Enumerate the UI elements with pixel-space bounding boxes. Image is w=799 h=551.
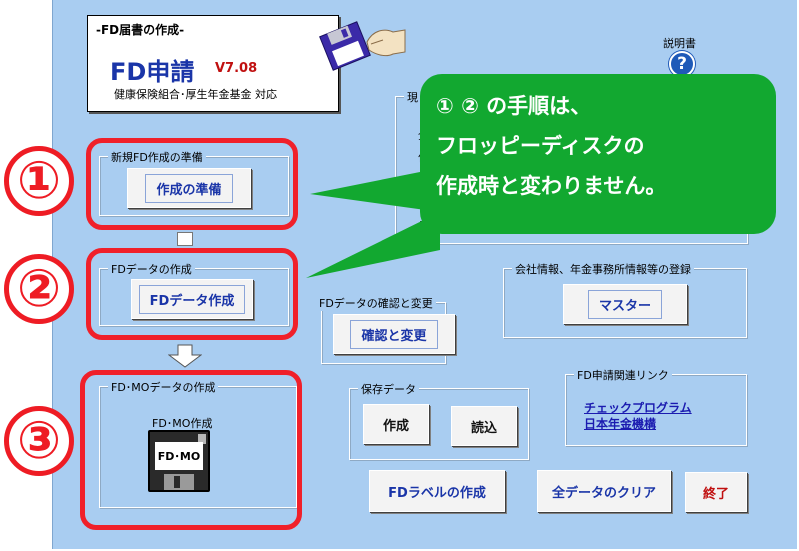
prepare-button[interactable]: 作成の準備 — [127, 168, 251, 208]
confirm-change-button[interactable]: 確認と変更 — [333, 314, 455, 354]
fdmo-group: FD･MOデータの作成 FD･MO作成 — [99, 379, 297, 508]
connector-bar — [177, 232, 193, 246]
master-group: 会社情報、年金事務所情報等の登録 — [503, 261, 747, 338]
clear-all-button[interactable]: 全データのクリア — [537, 470, 671, 512]
prep-group-label: 新規FD作成の準備 — [108, 149, 206, 165]
fd-label-button[interactable]: FDラベルの作成 — [369, 470, 505, 512]
floppy-label-text: FD･MO — [157, 450, 201, 463]
floppy-metal — [164, 474, 194, 490]
links-group: FD申請関連リンク チェックプログラム 日本年金機構 — [565, 367, 747, 446]
callout-pointer — [300, 150, 460, 282]
callout-line: 作成時と変わりません。 — [436, 174, 667, 198]
save-group: 保存データ — [349, 381, 529, 460]
step1-highlight — [86, 138, 298, 230]
prep-group: 新規FD作成の準備 — [99, 149, 289, 216]
confirm-group: FDデータの確認と変更 — [316, 295, 446, 364]
callout-box: ① ② の手順は、 フロッピーディスクの 作成時と変わりません。 — [420, 74, 776, 234]
step3-marker: ③ — [4, 406, 74, 476]
step2-marker: ② — [4, 254, 74, 324]
confirm-change-button-label: 確認と変更 — [350, 319, 438, 349]
master-button-label: マスター — [587, 289, 662, 319]
title-header: -FD届書の作成- — [96, 23, 185, 37]
fd-data-group-label: FDデータの作成 — [108, 261, 195, 277]
fd-label-button-label: FDラベルの作成 — [388, 485, 486, 501]
fdmo-group-label: FD･MOデータの作成 — [108, 379, 219, 395]
save-create-button[interactable]: 作成 — [363, 404, 429, 444]
floppy-hand-icon — [315, 8, 407, 73]
down-arrow-icon — [167, 344, 203, 368]
save-load-label: 読込 — [470, 420, 497, 436]
help-button[interactable]: ? — [669, 51, 695, 77]
title-panel: -FD届書の作成- FD申請 V7.08 健康保険組合･厚生年金基金 対応 — [87, 15, 339, 112]
save-load-button[interactable]: 読込 — [451, 406, 517, 446]
app-subtitle: 健康保険組合･厚生年金基金 対応 — [114, 88, 277, 101]
help-label: 説明書 — [663, 37, 696, 50]
app-name: FD申請 — [110, 58, 195, 86]
confirm-group-label: FDデータの確認と変更 — [316, 295, 436, 311]
question-icon: ? — [677, 54, 687, 74]
exit-button[interactable]: 終了 — [685, 472, 747, 512]
fdmo-caption: FD･MO作成 — [152, 417, 213, 430]
save-create-label: 作成 — [382, 418, 409, 434]
prepare-button-label: 作成の準備 — [145, 173, 233, 203]
links-group-label: FD申請関連リンク — [574, 367, 672, 383]
link-check-program[interactable]: チェックプログラム — [584, 401, 692, 415]
floppy-shutter — [198, 434, 206, 444]
step2-highlight — [86, 248, 298, 340]
link-nenkin-kikou[interactable]: 日本年金機構 — [584, 417, 657, 431]
app-version: V7.08 — [215, 61, 258, 76]
save-group-label: 保存データ — [358, 381, 419, 397]
callout-line: フロッピーディスクの — [436, 134, 645, 158]
step3-highlight — [80, 370, 302, 530]
floppy-label: FD･MO — [155, 442, 203, 470]
fdmo-create-button[interactable]: FD･MO — [148, 430, 210, 492]
fd-data-create-button-label: FDデータ作成 — [138, 284, 246, 314]
step1-marker: ① — [4, 146, 74, 216]
status-group-label: 現 — [404, 89, 421, 105]
master-group-label: 会社情報、年金事務所情報等の登録 — [512, 261, 694, 277]
master-button[interactable]: マスター — [563, 284, 687, 324]
exit-button-label: 終了 — [702, 486, 729, 502]
callout-line: ① ② の手順は、 — [436, 94, 592, 118]
fd-data-group: FDデータの作成 — [99, 261, 289, 326]
clear-all-button-label: 全データのクリア — [551, 485, 656, 501]
fd-data-create-button[interactable]: FDデータ作成 — [131, 279, 253, 319]
